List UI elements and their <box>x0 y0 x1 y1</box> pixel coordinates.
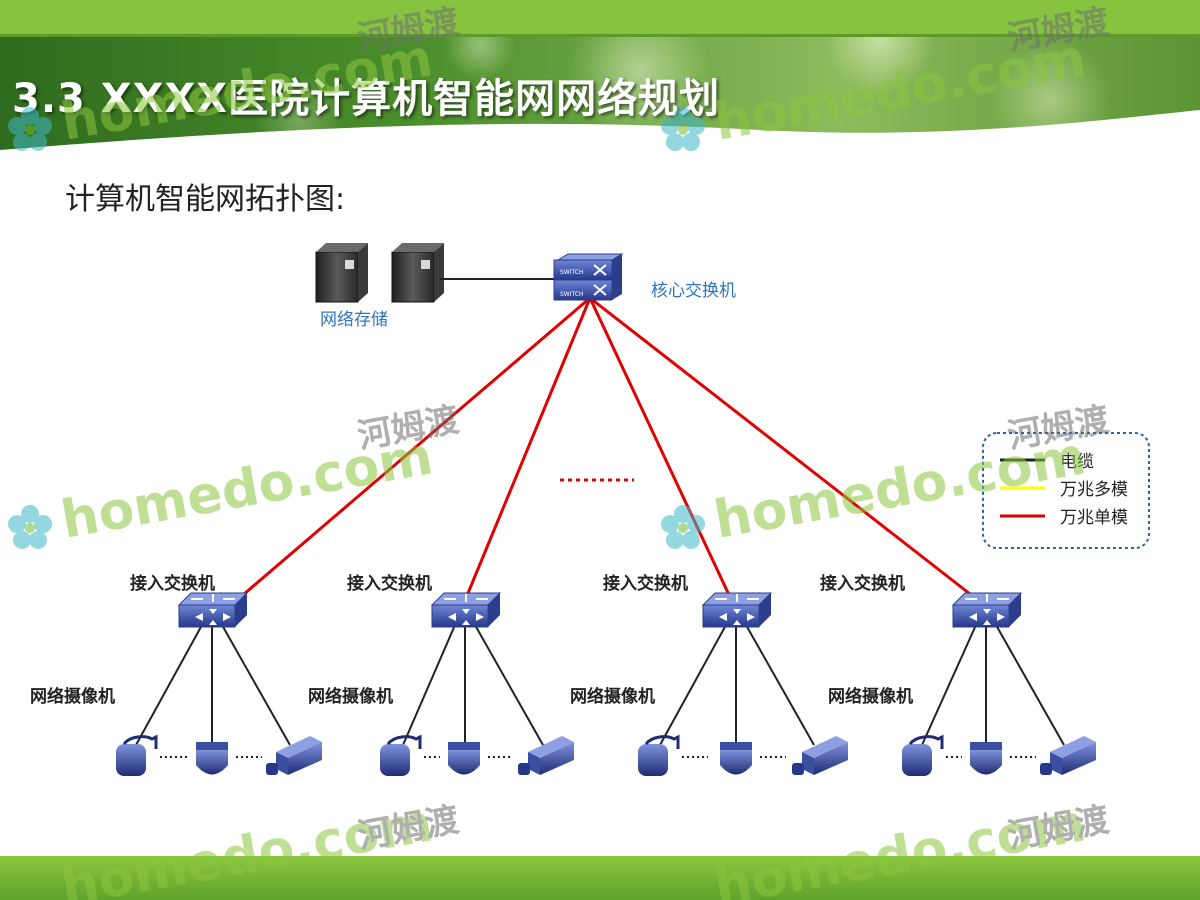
legend-label-multimode: 万兆多模 <box>1060 480 1128 500</box>
access-switch-label: 接入交换机 <box>820 573 905 594</box>
svg-text:SWITCH: SWITCH <box>560 269 584 276</box>
access-switch <box>178 592 248 628</box>
access-switch-label: 接入交换机 <box>130 573 215 594</box>
dome-camera <box>720 742 752 775</box>
camera-group-4 <box>902 734 1096 776</box>
fiber-links <box>229 296 989 613</box>
dome-camera <box>196 742 228 775</box>
box-camera <box>1040 736 1096 775</box>
box-camera <box>266 736 322 775</box>
storage-label: 网络存储 <box>320 310 388 330</box>
camera-label: 网络摄像机 <box>570 686 655 707</box>
box-camera <box>518 736 574 775</box>
ptz-camera <box>902 734 944 776</box>
access-switch <box>431 592 501 628</box>
box-camera <box>792 736 848 775</box>
page-title: 3.3 XXXX医院计算机智能网网络规划 <box>12 76 721 122</box>
dome-camera <box>970 742 1002 775</box>
storage-server-1 <box>315 243 368 303</box>
dome-camera <box>448 742 480 775</box>
fiber-link-1 <box>229 296 591 608</box>
legend-label-singlemode: 万兆单模 <box>1060 508 1128 528</box>
fiber-link-3 <box>588 297 739 613</box>
legend: 电缆 万兆多模 万兆单模 <box>982 432 1150 549</box>
access-switch <box>952 592 1022 628</box>
fiber-link-4 <box>589 296 989 610</box>
access-switch-label: 接入交换机 <box>603 573 688 594</box>
header-banner <box>0 0 1200 175</box>
core-switch-label: 核心交换机 <box>651 281 736 301</box>
camera-group-1 <box>116 734 322 776</box>
camera-label: 网络摄像机 <box>828 686 913 707</box>
camera-group-3 <box>638 734 848 776</box>
camera-label: 网络摄像机 <box>30 686 115 707</box>
svg-text:SWITCH: SWITCH <box>560 291 584 298</box>
access-group-4: 接入交换机 网络摄像机 <box>820 573 1065 746</box>
camera-label: 网络摄像机 <box>308 686 393 707</box>
ptz-camera <box>380 734 422 776</box>
access-switch <box>702 592 772 628</box>
access-group-3: 接入交换机 网络摄像机 <box>570 573 815 746</box>
access-group-1: 接入交换机 网络摄像机 <box>30 573 291 746</box>
page-subtitle: 计算机智能网拓扑图: <box>65 182 346 217</box>
legend-label-cable: 电缆 <box>1060 452 1094 472</box>
ptz-camera <box>638 734 680 776</box>
access-group-2: 接入交换机 网络摄像机 <box>308 573 544 746</box>
footer-bar <box>0 856 1200 900</box>
access-switch-label: 接入交换机 <box>347 573 432 594</box>
storage-server-2 <box>391 243 444 303</box>
fiber-link-2 <box>464 297 592 599</box>
core-switch: SWITCH SWITCH <box>553 253 624 301</box>
camera-group-2 <box>380 734 574 776</box>
ptz-camera <box>116 734 158 776</box>
